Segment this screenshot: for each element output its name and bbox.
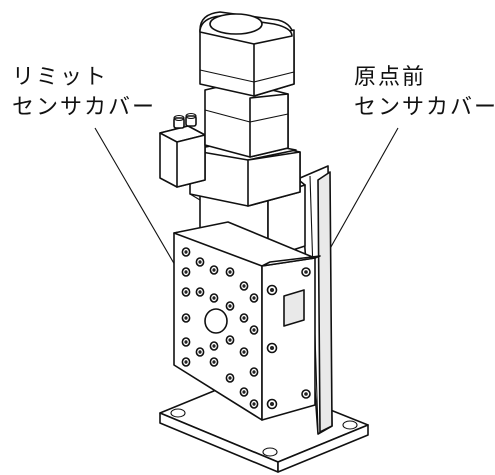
limit-cover-label-line2: センサカバー [12, 95, 156, 120]
mounting-hole-center [252, 296, 256, 300]
side-screws [266, 267, 311, 410]
mounting-hole-center [184, 360, 188, 364]
mounting-hole-center [242, 350, 246, 354]
limit-cover-leader-line [94, 127, 187, 285]
limit-cover-label-line1: リミット [12, 65, 108, 90]
mounting-hole-center [252, 402, 256, 406]
stage-table [173, 221, 321, 421]
mounting-hole-center [184, 270, 188, 274]
mounting-hole-center [184, 290, 188, 294]
mounting-hole-center [228, 376, 232, 380]
mounting-hole-center [252, 370, 256, 374]
mounting-hole-center [184, 340, 188, 344]
mounting-hole-center [242, 390, 246, 394]
mounting-hole-center [212, 296, 216, 300]
vertical-bracket [299, 165, 333, 435]
mounting-hole-center [212, 344, 216, 348]
origin-cover-label-line1: 原点前 [354, 65, 426, 90]
mounting-hole-center [198, 350, 202, 354]
mounting-hole-center [184, 316, 188, 320]
mounting-hole-center [212, 360, 216, 364]
mounting-hole-center [198, 260, 202, 264]
center-bore [204, 308, 228, 334]
mounting-hole-center [228, 270, 232, 274]
mounting-hole-center [228, 338, 232, 342]
mounting-hole-center [242, 284, 246, 288]
mounting-hole-center [252, 328, 256, 332]
mounting-hole-center [198, 290, 202, 294]
origin-cover-label-line2: センサカバー [354, 95, 495, 120]
mounting-hole-center [228, 304, 232, 308]
mounting-hole-center [242, 316, 246, 320]
mounting-hole-center [212, 268, 216, 272]
motor [199, 11, 295, 158]
mounting-hole-center [184, 250, 188, 254]
side-sensor-box [159, 112, 206, 188]
mounting-holes [181, 247, 259, 409]
